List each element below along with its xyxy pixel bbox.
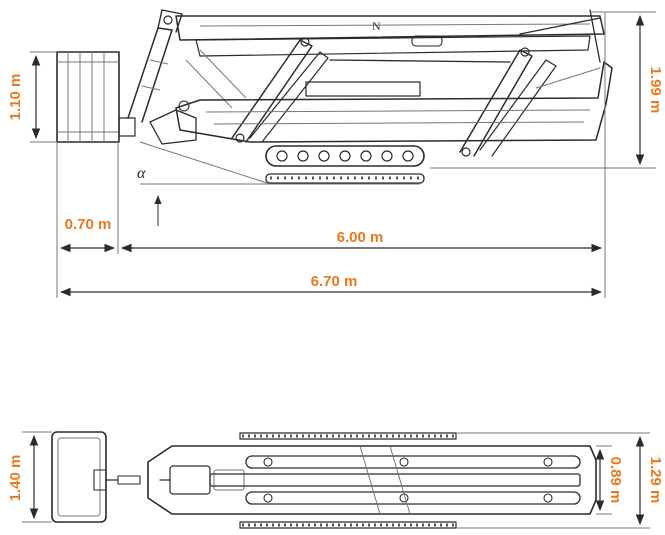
side-jib-arm	[127, 9, 183, 123]
angle-symbol: α	[137, 165, 146, 182]
dim-machine-length: 6.00 m	[337, 229, 384, 246]
top-platform-basket	[51, 431, 141, 523]
track-roller	[402, 150, 414, 162]
side-chassis	[149, 61, 613, 145]
track-roller	[381, 150, 393, 162]
dim-overall-length: 6.70 m	[311, 273, 358, 290]
side-view: N	[7, 9, 664, 298]
track-roller	[276, 150, 288, 162]
top-boom-beams	[209, 445, 581, 515]
track-roller	[318, 150, 330, 162]
dim-overall-width: 1.29 m	[647, 457, 664, 504]
track-roller	[360, 150, 372, 162]
dim-track-inner-width: 0.89 m	[607, 457, 624, 504]
track-roller	[339, 150, 351, 162]
track-roller	[297, 150, 309, 162]
side-main-boom: N	[175, 9, 605, 63]
dim-machine-height: 1.99 m	[647, 67, 664, 114]
side-ground-slope-line	[139, 141, 271, 185]
side-platform-basket	[56, 51, 136, 143]
dim-platform-height: 1.10 m	[7, 74, 24, 121]
dim-platform-width: 1.40 m	[7, 455, 24, 502]
top-view: 1.40 m 0.89 m 1.29 m	[7, 431, 664, 529]
side-boom-mark: N	[372, 19, 381, 33]
dim-platform-overhang: 0.70 m	[65, 216, 112, 233]
side-crawler-track	[265, 145, 425, 184]
top-tracks	[239, 432, 457, 529]
